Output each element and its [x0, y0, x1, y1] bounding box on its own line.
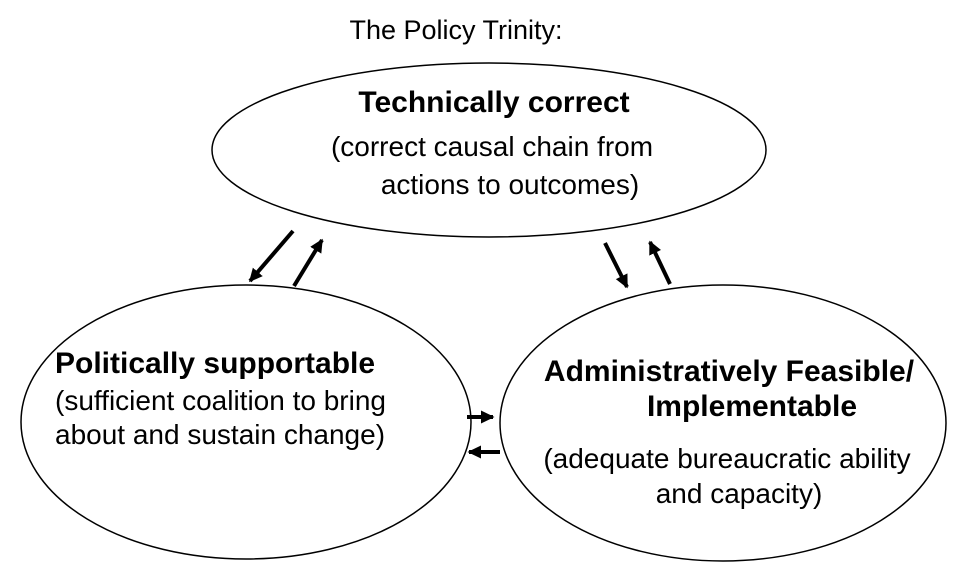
technical-body-line2: actions to outcomes) — [380, 169, 640, 200]
political-ellipse — [20, 284, 472, 560]
arrow-technical-to-political — [248, 229, 295, 283]
technical-heading: Technically correct — [358, 86, 630, 119]
diagram-title: The Policy Trinity: — [349, 15, 563, 45]
administrative-heading-line2: Implementable — [646, 390, 858, 423]
arrow-technical-to-administrative — [603, 242, 629, 289]
administrative-ellipse — [499, 284, 947, 562]
technical-body-line1: (correct causal chain from — [330, 131, 654, 162]
arrow-political-to-technical — [292, 238, 324, 288]
arrow-administrative-to-technical — [648, 240, 672, 285]
political-heading: Politically supportable — [55, 347, 376, 380]
administrative-body-line2: and capacity) — [655, 478, 823, 509]
political-body-line1: (sufficient coalition to bring — [55, 385, 386, 416]
administrative-body-line1: (adequate bureaucratic ability — [543, 443, 911, 474]
technical-ellipse — [211, 62, 767, 238]
political-body-line2: about and sustain change) — [55, 419, 386, 450]
administrative-heading-line1: Administratively Feasible/ — [543, 355, 915, 388]
